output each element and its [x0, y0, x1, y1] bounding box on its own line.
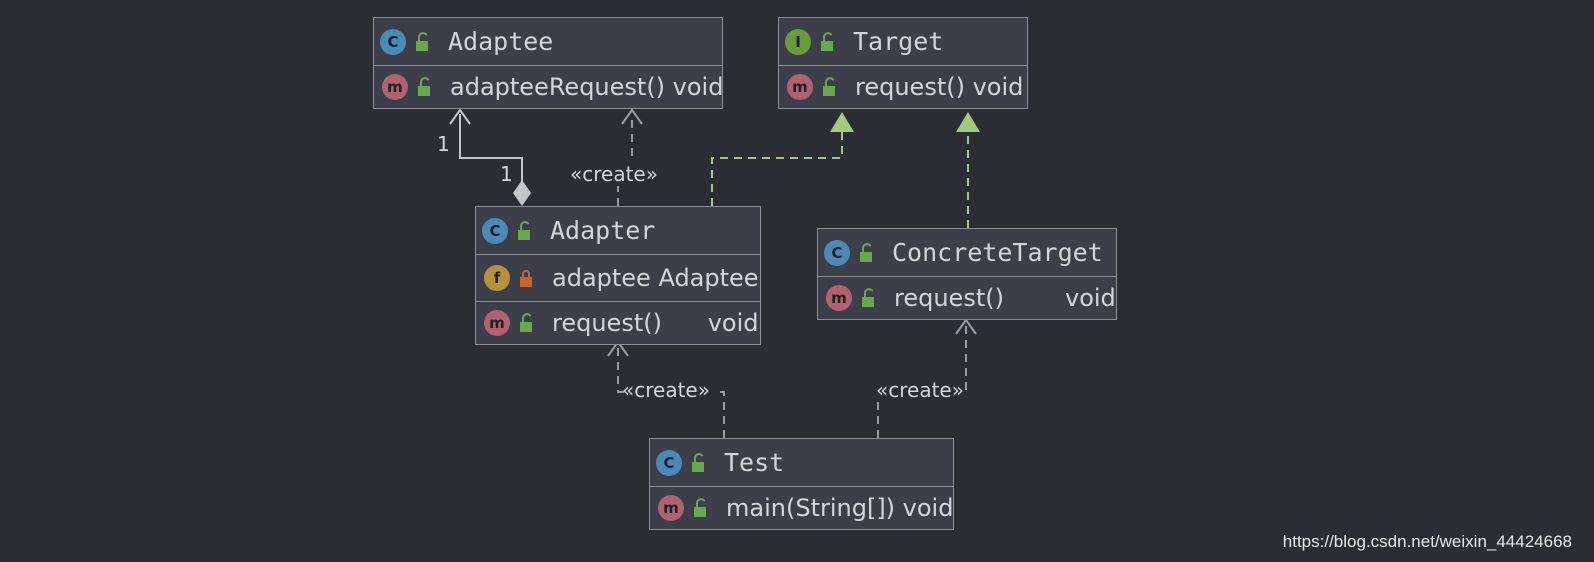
class-icon: C: [380, 28, 406, 55]
class-concrete-target[interactable]: C ConcreteTarget m request() void: [817, 228, 1117, 320]
create-label-test-concrete-target: «create»: [876, 378, 964, 402]
method-icon: m: [382, 74, 408, 100]
composition-adapter-adaptee: [449, 108, 531, 206]
class-member[interactable]: m request() void: [818, 277, 1116, 319]
interface-target[interactable]: I Target m request() void: [778, 17, 1028, 109]
member-signature: main(String[]) void: [726, 494, 954, 522]
member-signature: request() void: [552, 309, 759, 337]
class-member[interactable]: m main(String[]) void: [650, 487, 953, 529]
class-header: C ConcreteTarget: [818, 229, 1116, 277]
method-icon: m: [826, 285, 852, 311]
class-name: ConcreteTarget: [892, 238, 1103, 267]
public-lock-icon: [823, 77, 835, 96]
class-header: C Adaptee: [374, 18, 722, 66]
runnable-class-icon: C: [656, 449, 682, 476]
create-label-adapter-adaptee: «create»: [570, 162, 658, 186]
class-adaptee[interactable]: C Adaptee m adapteeRequest() void: [373, 17, 723, 109]
class-name: Adapter: [550, 216, 656, 245]
multiplicity-adaptee-end: 1: [437, 132, 450, 156]
composition-diamond: [513, 180, 531, 206]
class-icon: C: [824, 239, 850, 266]
class-member[interactable]: f adaptee Adaptee: [476, 255, 760, 301]
public-lock-icon: [862, 288, 874, 307]
public-lock-icon: [860, 242, 872, 262]
multiplicity-adapter-end: 1: [500, 162, 513, 186]
class-name: Target: [853, 27, 944, 56]
public-lock-icon: [416, 31, 428, 51]
public-lock-icon: [692, 452, 704, 472]
class-header: C Test: [650, 439, 953, 487]
realization-concrete-target: [956, 112, 980, 228]
class-member[interactable]: m adapteeRequest() void: [374, 66, 724, 108]
member-signature: adaptee Adaptee: [552, 264, 759, 292]
create-label-test-adapter: «create»: [622, 378, 710, 402]
member-signature: adapteeRequest() void: [450, 73, 724, 101]
class-header: C Adapter: [476, 207, 760, 255]
realization-arrowhead: [830, 112, 854, 132]
class-name: Adaptee: [448, 27, 554, 56]
realization-arrowhead: [956, 112, 980, 132]
realization-adapter-target: [711, 112, 854, 206]
class-test[interactable]: C Test m main(String[]) void: [649, 438, 954, 530]
public-lock-icon: [520, 313, 532, 332]
dependency-adapter-adaptee: [617, 108, 643, 206]
watermark-url: https://blog.csdn.net/weixin_44424668: [1282, 532, 1572, 551]
abstract-method-icon: m: [787, 74, 813, 100]
static-method-icon: m: [658, 495, 684, 521]
interface-icon: I: [785, 28, 811, 55]
class-member[interactable]: m request() void: [476, 301, 760, 344]
class-member[interactable]: m request() void: [779, 66, 1027, 108]
public-lock-icon: [518, 220, 530, 240]
member-signature: request() void: [855, 73, 1024, 101]
class-adapter[interactable]: C Adapter f adaptee Adaptee m request() …: [475, 206, 761, 345]
public-lock-icon: [418, 77, 430, 96]
private-lock-icon: [520, 270, 532, 287]
class-name: Test: [724, 448, 785, 477]
field-icon: f: [484, 265, 510, 291]
public-lock-icon: [821, 31, 833, 51]
public-lock-icon: [694, 498, 706, 517]
dependency-test-concrete-target: [877, 318, 977, 438]
class-icon: C: [482, 217, 508, 244]
member-signature: request() void: [894, 284, 1116, 312]
class-header: I Target: [779, 18, 1027, 66]
method-icon: m: [484, 310, 510, 336]
